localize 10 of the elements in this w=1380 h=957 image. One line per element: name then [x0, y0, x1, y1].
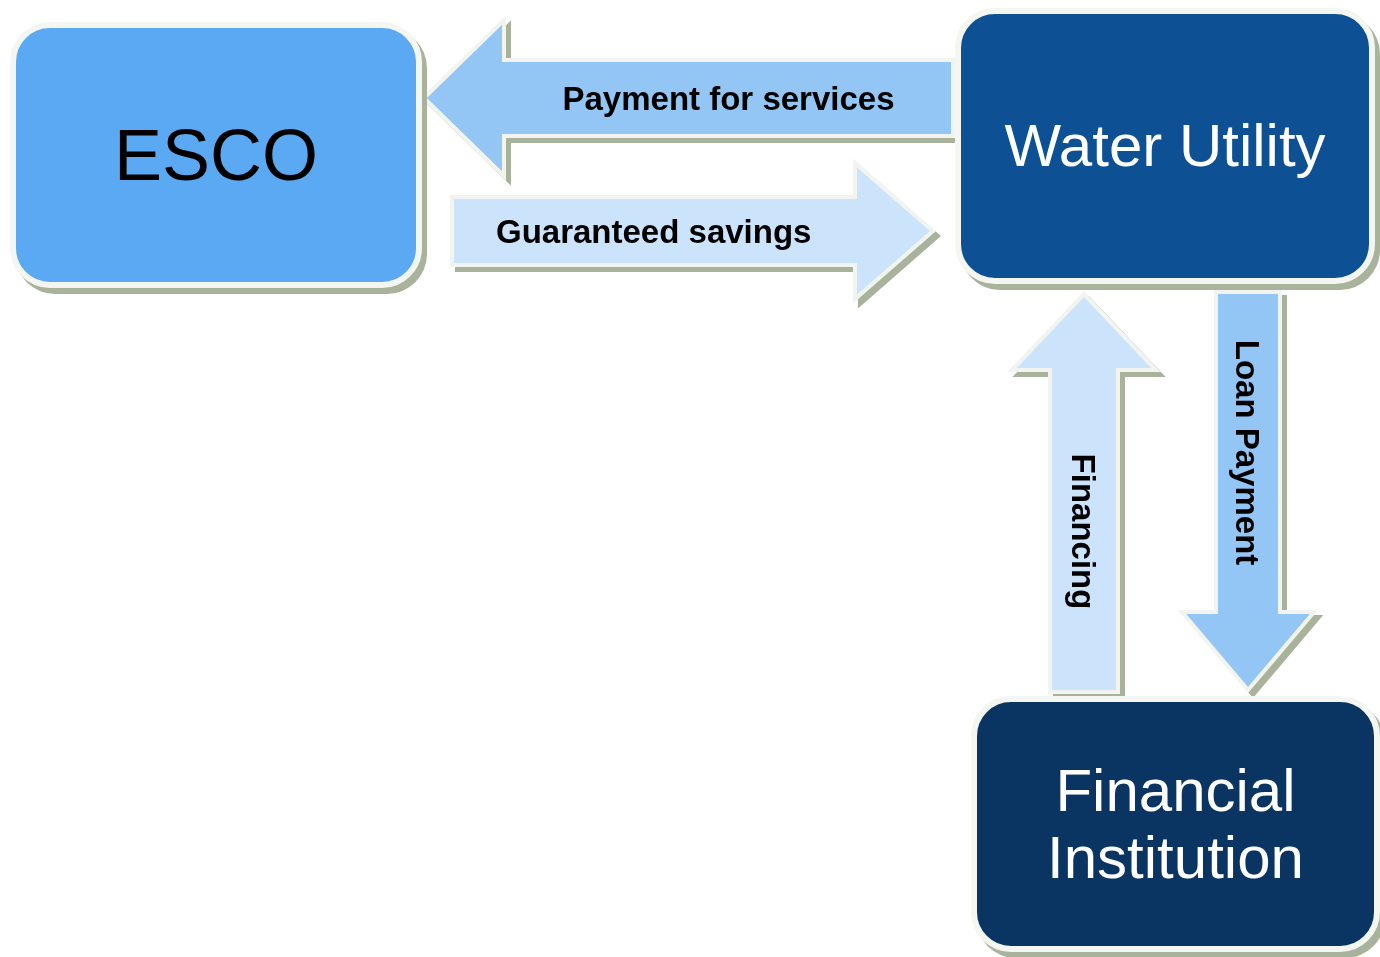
box-label: Water Utility [1004, 112, 1326, 180]
block-arrow [450, 158, 937, 304]
box-label: Financial Institution [1046, 756, 1305, 892]
box-label: ESCO [113, 114, 318, 196]
edge-label: Payment for services [562, 81, 895, 115]
block-arrow [1177, 290, 1319, 694]
edge-label: Guaranteed savings [496, 214, 812, 248]
block-arrow [1007, 291, 1161, 694]
edge-label: Loan Payment [1231, 339, 1265, 565]
edge-label: Financing [1067, 453, 1101, 609]
